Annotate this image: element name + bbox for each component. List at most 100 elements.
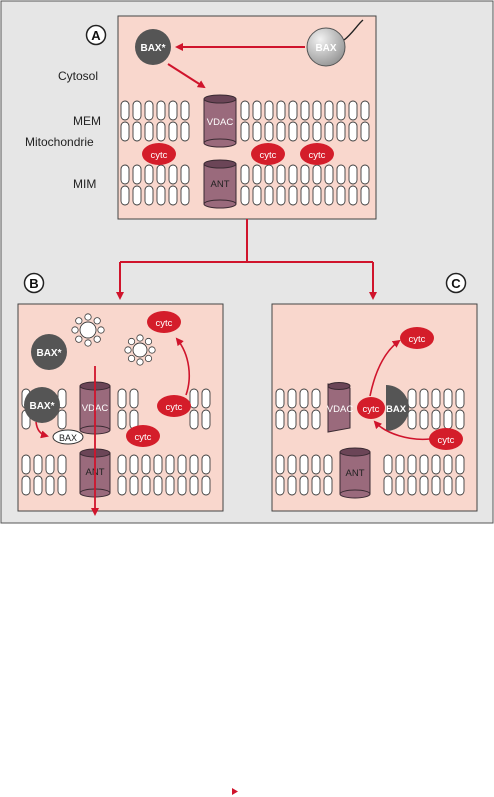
lipid-molecule [407, 409, 417, 430]
pore-lipid [75, 317, 83, 325]
lipid-molecule [45, 454, 55, 475]
lipid-pore-cluster [124, 334, 156, 366]
cytc-a-3 [300, 143, 334, 165]
lipid-molecule [300, 121, 310, 142]
lipid-molecule [288, 185, 298, 206]
lipid-molecule [57, 475, 67, 496]
bax-active-b-2-label: BAX* [29, 401, 54, 412]
lipid-molecule [287, 454, 297, 475]
pore-center [132, 342, 148, 358]
lipid-molecule [348, 121, 358, 142]
pore-center [79, 321, 97, 339]
lipid-molecule [443, 409, 453, 430]
lipid-molecule [395, 475, 405, 496]
lipid-molecule [407, 388, 417, 409]
cytc-release-arrow-c [369, 339, 401, 397]
lipid-molecule [312, 100, 322, 121]
lipid-molecule [132, 121, 142, 142]
lipid-molecule [312, 185, 322, 206]
lipid-molecule [276, 185, 286, 206]
lipid-molecule [117, 388, 127, 409]
pore-lipid [84, 339, 92, 347]
lipid-molecule [189, 409, 199, 430]
lipid-molecule [287, 409, 297, 430]
lipid-molecule [323, 475, 333, 496]
lipid-molecule [287, 475, 297, 496]
inner-membrane-c [275, 454, 465, 496]
bax-active-b-2 [24, 387, 60, 423]
cytc-b-2-label: cytc [166, 402, 183, 413]
lipid-molecule [156, 121, 166, 142]
lipid-molecule [33, 454, 43, 475]
lipid-molecule [141, 454, 151, 475]
lipid-molecule [252, 100, 262, 121]
lipid-molecule [180, 185, 190, 206]
ant-a-label: ANT [211, 179, 230, 190]
cytc-c-2 [400, 327, 434, 349]
mim-label: MIM [73, 177, 96, 191]
cytc-c-3-label: cytc [438, 435, 455, 446]
cytc-release-arrow-b [175, 337, 191, 396]
cytc-b-3-label: cytc [135, 432, 152, 443]
pore-lipid [136, 334, 144, 342]
lipid-molecule [311, 475, 321, 496]
ant-c-label: ANT [346, 468, 365, 479]
lipid-molecule [311, 454, 321, 475]
lipid-molecule [201, 409, 211, 430]
lipid-molecule [168, 185, 178, 206]
lipid-molecule [240, 185, 250, 206]
vdac-a-label: VDAC [207, 117, 234, 128]
lipid-molecule [276, 121, 286, 142]
lipid-molecule [324, 164, 334, 185]
lipid-molecule [336, 100, 346, 121]
lipid-molecule [252, 121, 262, 142]
lipid-molecule [455, 475, 465, 496]
lipid-molecule [132, 100, 142, 121]
panel-a: A Cytosol MEM Mitochondrie MIM BAX* BAX … [25, 15, 377, 220]
lipid-molecule [264, 185, 274, 206]
lipid-molecule [240, 121, 250, 142]
lipid-molecule [348, 185, 358, 206]
lipid-molecule [132, 185, 142, 206]
cytc-b-3 [126, 425, 160, 447]
lipid-molecule [57, 409, 67, 430]
cytc-b-2 [157, 395, 191, 417]
lipid-molecule [189, 388, 199, 409]
lipid-pore-cluster [71, 313, 105, 347]
lipid-molecule [45, 475, 55, 496]
lipid-molecule [407, 454, 417, 475]
pore-lipid [136, 358, 144, 366]
lipid-molecule [324, 185, 334, 206]
pore-lipid [144, 354, 153, 363]
lipid-molecule [300, 164, 310, 185]
cytc-c-1 [357, 397, 385, 419]
lipid-molecule [129, 454, 139, 475]
pore-lipid [93, 335, 101, 343]
lipid-molecule [275, 388, 285, 409]
lipid-molecule [264, 164, 274, 185]
cytosol-label: Cytosol [58, 69, 98, 83]
lipid-molecule [180, 121, 190, 142]
cytc-a-1-label: cytc [151, 150, 168, 161]
bax-active-a [135, 29, 171, 65]
lipid-molecule [153, 454, 163, 475]
cytc-a-2 [251, 143, 285, 165]
lipid-molecule [312, 121, 322, 142]
lipid-molecule [443, 475, 453, 496]
lipid-molecule [153, 475, 163, 496]
pore-lipid [124, 346, 132, 354]
lipid-molecule [252, 185, 262, 206]
mitochondrie-label: Mitochondrie [25, 135, 94, 149]
lipid-molecule [300, 185, 310, 206]
outer-membrane-a [120, 100, 370, 142]
lipid-molecule [120, 185, 130, 206]
lipid-molecule [383, 475, 393, 496]
lipid-molecule [165, 475, 175, 496]
lipid-molecule [180, 100, 190, 121]
lipid-molecule [144, 100, 154, 121]
lipid-molecule [129, 388, 139, 409]
panel-a-badge: A [91, 28, 101, 43]
bax-active-b-1 [31, 334, 67, 370]
lipid-molecule [117, 454, 127, 475]
inner-membrane-a [120, 164, 370, 206]
